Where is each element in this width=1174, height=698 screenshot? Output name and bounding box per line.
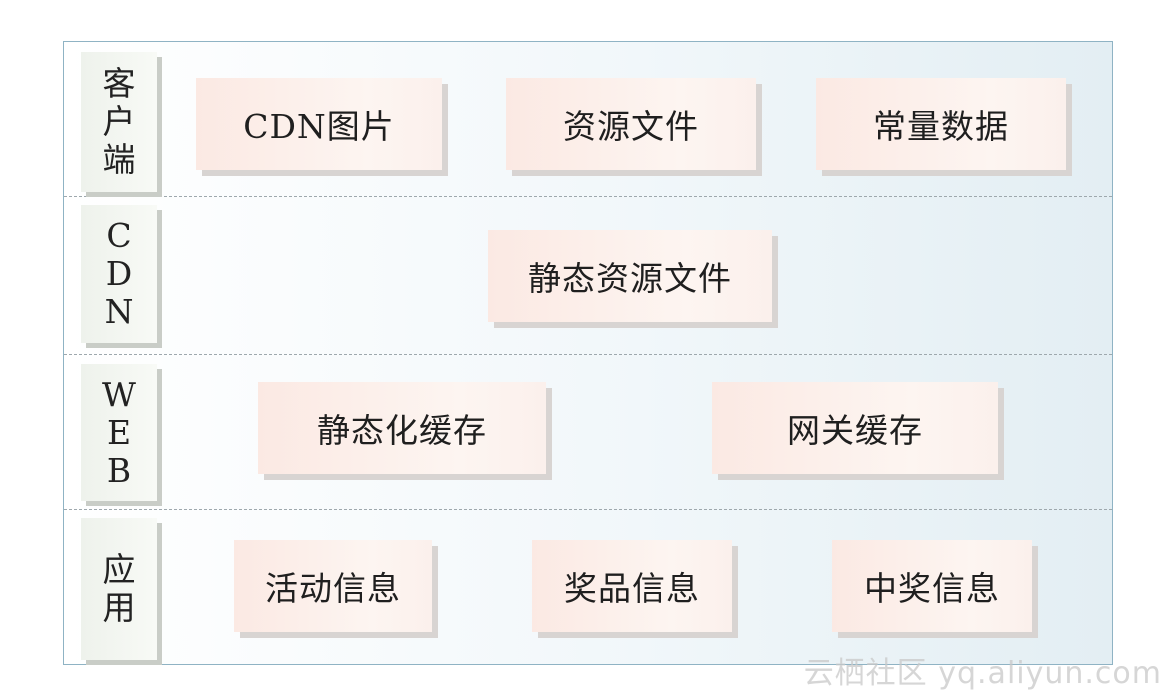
layer-label-char: W xyxy=(102,374,136,414)
site-watermark: 云栖社区 yq.aliyun.com xyxy=(803,656,1162,691)
node-cdn-images: CDN图片 xyxy=(196,78,442,170)
node-static-resource-files: 静态资源文件 xyxy=(488,230,772,322)
node-gateway-cache: 网关缓存 xyxy=(712,382,998,474)
node-resource-files: 资源文件 xyxy=(506,78,756,170)
layer-label-char: 户 xyxy=(102,102,136,141)
layer-label-char: 应 xyxy=(102,550,136,589)
layer-label-char: D xyxy=(105,254,133,293)
layer-label-cdn: C D N xyxy=(81,205,157,343)
layer-label-char: C xyxy=(106,216,132,255)
node-static-cache: 静态化缓存 xyxy=(258,382,546,474)
layer-label-char: 用 xyxy=(102,588,136,627)
node-activity-info: 活动信息 xyxy=(234,540,432,632)
layer-label-web: W E B xyxy=(81,364,157,501)
layer-label-char: E xyxy=(106,412,132,452)
layer-label-char: 端 xyxy=(102,140,136,179)
layer-label-char: 客 xyxy=(102,64,136,103)
layer-label-client: 客 户 端 xyxy=(81,52,157,192)
node-winning-info: 中奖信息 xyxy=(832,540,1032,632)
layer-label-char: N xyxy=(104,292,134,331)
layer-divider xyxy=(64,196,1112,197)
node-constant-data: 常量数据 xyxy=(816,78,1066,170)
layer-divider xyxy=(64,509,1112,510)
layer-label-char: B xyxy=(106,450,132,490)
node-prize-info: 奖品信息 xyxy=(532,540,732,632)
layer-divider xyxy=(64,354,1112,355)
layer-label-application: 应 用 xyxy=(81,518,157,660)
